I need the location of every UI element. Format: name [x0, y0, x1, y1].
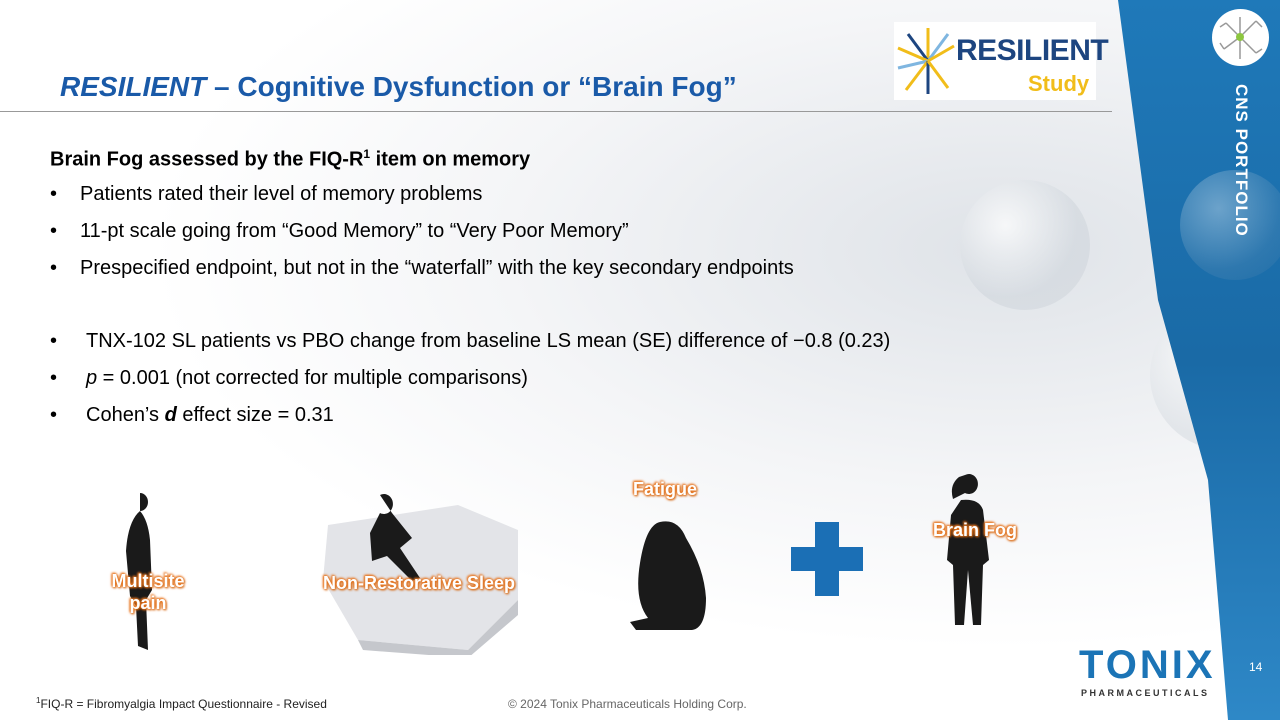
logo-sub: Study [1028, 71, 1090, 96]
tonix-logo-sub: PHARMACEUTICALS [1081, 688, 1210, 698]
content-body: Brain Fog assessed by the FIQ-R1 item on… [50, 142, 890, 440]
copyright: © 2024 Tonix Pharmaceuticals Holding Cor… [508, 697, 747, 711]
label-brain-fog: Brain Fog [933, 520, 1017, 540]
resilient-logo: RESILIENT Study [894, 22, 1109, 100]
bullet: 11-pt scale going from “Good Memory” to … [50, 219, 890, 256]
bullet: Cohen’s d effect size = 0.31 [50, 403, 890, 440]
side-label: CNS PORTFOLIO [1232, 84, 1251, 237]
molecule-bubble [1180, 170, 1280, 280]
bullet: Prespecified endpoint, but not in the “w… [50, 256, 890, 293]
neuron-icon [1212, 9, 1269, 66]
content-heading: Brain Fog assessed by the FIQ-R1 item on… [50, 147, 531, 171]
label-multisite-pain: Multisite pain [111, 571, 185, 613]
logo-name: RESILIENT [956, 34, 1109, 67]
bullet: p = 0.001 (not corrected for multiple co… [50, 366, 890, 403]
page-title: RESILIENT – Cognitive Dysfunction or “Br… [60, 71, 737, 102]
standing-person-silhouette [126, 493, 152, 650]
page-number: 14 [1249, 660, 1263, 674]
label-fatigue: Fatigue [632, 479, 697, 499]
bed-silhouette [323, 494, 518, 655]
bullet: Patients rated their level of memory pro… [50, 182, 890, 219]
starburst-icon [897, 28, 955, 94]
footnote: 1FIQ-R = Fibromyalgia Impact Questionnai… [36, 696, 327, 711]
confused-person-silhouette [947, 474, 989, 625]
sitting-person-silhouette [630, 521, 706, 630]
plus-icon [791, 522, 863, 596]
molecule-bubble [960, 180, 1090, 310]
bullet: TNX-102 SL patients vs PBO change from b… [50, 329, 890, 366]
title-divider [0, 111, 1112, 112]
label-non-restorative-sleep: Non-Restorative Sleep [322, 573, 516, 593]
tonix-logo: TONIX [1079, 643, 1216, 687]
